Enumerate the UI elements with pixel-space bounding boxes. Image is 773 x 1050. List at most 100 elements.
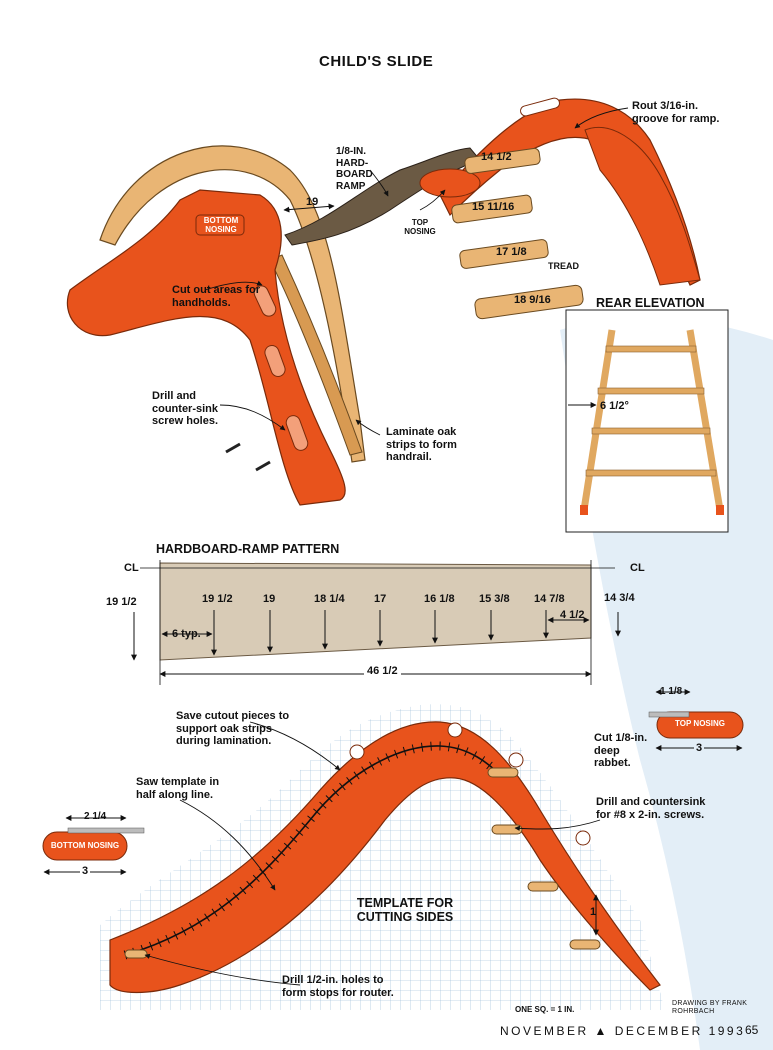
slot-spacing-label: 1 [590, 906, 597, 918]
leader [204, 280, 263, 291]
leader [514, 819, 601, 832]
gap-19-label: 19 [306, 196, 319, 208]
rung [605, 345, 697, 353]
footer-page-number: 65 [745, 1023, 759, 1037]
rout-groove-label: Rout 3/16-in. groove for ramp. [632, 100, 720, 125]
grid-note: ONE SQ. = 1 IN. [515, 1005, 575, 1014]
ramp-height-5: 16 1/8 [424, 593, 455, 605]
length-label: 46 1/2 [364, 665, 401, 678]
rear-angle-label: 6 1/2° [600, 400, 629, 412]
bottom-nosing-width-label: 2 1/4 [84, 811, 107, 822]
hardboard-ramp-label: 1/8-IN. HARD-BOARD RAMP [336, 146, 373, 192]
ramp-height-6: 15 3/8 [479, 593, 510, 605]
bottom-nosing-profile-label: BOTTOM NOSING [50, 841, 120, 850]
tread-dim-3: 17 1/8 [496, 246, 527, 258]
drill-screws-label: Drill and countersink for #8 x 2-in. scr… [596, 796, 706, 821]
ramp-height-2: 19 [263, 593, 276, 605]
handrail [99, 145, 366, 463]
drill-stops-label: Drill 1/2-in. holes to form stops for ro… [282, 974, 394, 999]
leader [144, 953, 301, 986]
leader [219, 404, 286, 431]
right-height-label: 14 3/4 [604, 592, 635, 604]
cut-out-label: Cut out areas for handholds. [172, 284, 261, 309]
screw-slot [527, 881, 559, 892]
screw-slot [569, 939, 601, 950]
stop-hole [349, 744, 365, 760]
page-title: CHILD'S SLIDE [319, 53, 434, 70]
handhold-slot [264, 345, 286, 377]
leader [355, 419, 381, 436]
top-nosing-label: TOP NOSING [404, 218, 436, 237]
ramp-height-4: 17 [374, 593, 387, 605]
top-nosing-profile [656, 711, 744, 739]
ramp-height-1: 19 1/2 [202, 593, 233, 605]
handrail-strips [269, 254, 363, 456]
rung [597, 387, 705, 395]
ramp-height-7: 14 7/8 [534, 593, 565, 605]
cl-left-label: CL [124, 562, 139, 574]
rear-elevation-title: REAR ELEVATION [596, 296, 705, 310]
right-side-panel-leg [584, 126, 701, 286]
top-nosing-width-label: 1 1/8 [660, 686, 683, 697]
save-cutout-label: Save cutout pieces to support oak strips… [176, 710, 290, 748]
rabbet-strip [648, 711, 690, 718]
saw-template-label: Saw template in half along line. [136, 776, 220, 801]
screw-slot [487, 767, 519, 778]
screw-slot [124, 949, 148, 959]
leg-foot [580, 505, 588, 515]
leader [179, 799, 276, 891]
tread-dim-4: 18 9/16 [514, 294, 551, 306]
leader [369, 169, 389, 197]
cut-rabbet-label: Cut 1/8-in. deep rabbet. [594, 732, 648, 770]
tread-piece [451, 194, 533, 224]
cl-right-label: CL [630, 562, 645, 574]
cut-line [124, 745, 501, 956]
template-side-shape [109, 721, 661, 994]
screw [255, 460, 271, 472]
end-spacing-label: 4 1/2 [560, 609, 585, 621]
left-height-label: 19 1/2 [106, 596, 137, 608]
tread-dim-2: 15 11/16 [472, 201, 515, 213]
dim-line-19 [283, 203, 335, 213]
spacing-label: 6 typ. [172, 628, 201, 640]
bottom-rabbet-strip [67, 827, 145, 834]
stop-hole [508, 752, 524, 768]
rear-leg-right [686, 329, 724, 511]
stop-hole [447, 722, 463, 738]
leader [419, 189, 446, 211]
tread-label: TREAD [548, 261, 579, 271]
top-nosing-profile-label: TOP NOSING [675, 719, 725, 728]
drawing-credit: DRAWING BY FRANK ROHRBACH [672, 1000, 748, 1016]
screw [225, 442, 241, 454]
tread-piece [459, 239, 549, 269]
screw-slot [491, 824, 523, 835]
ramp-pattern-title: HARDBOARD-RAMP PATTERN [156, 542, 340, 556]
rear-leg-left [580, 329, 616, 511]
handhold-slot [253, 285, 277, 317]
rung [591, 427, 711, 435]
ramp-pattern-board [159, 562, 592, 661]
leader [574, 107, 629, 129]
template-title: TEMPLATE FOR CUTTING SIDES [356, 896, 454, 925]
tread-dim-1: 14 1/2 [481, 151, 512, 163]
bottom-nosing-piece [195, 214, 245, 236]
ramp-height-3: 18 1/4 [314, 593, 345, 605]
top-nosing-piece [419, 168, 481, 198]
stop-hole [575, 830, 591, 846]
laminate-label: Laminate oak strips to form handrail. [386, 426, 457, 464]
left-side-panel [66, 189, 346, 506]
tread-piece [464, 147, 541, 174]
tread-piece [474, 284, 584, 320]
bottom-nosing-label: BOTTOM NOSING [203, 216, 239, 235]
groove-slot [520, 97, 560, 117]
rung [585, 469, 717, 477]
leader [249, 721, 341, 771]
handhold-slot [285, 415, 309, 451]
bottom-nosing-length-label: 3 [80, 865, 91, 878]
drill-countersink-label: Drill and counter-sink screw holes. [152, 390, 219, 428]
leg-foot [716, 505, 724, 515]
footer-issue: NOVEMBER ▲ DECEMBER 1993 [500, 1024, 746, 1038]
top-nosing-length-label: 3 [694, 742, 705, 755]
